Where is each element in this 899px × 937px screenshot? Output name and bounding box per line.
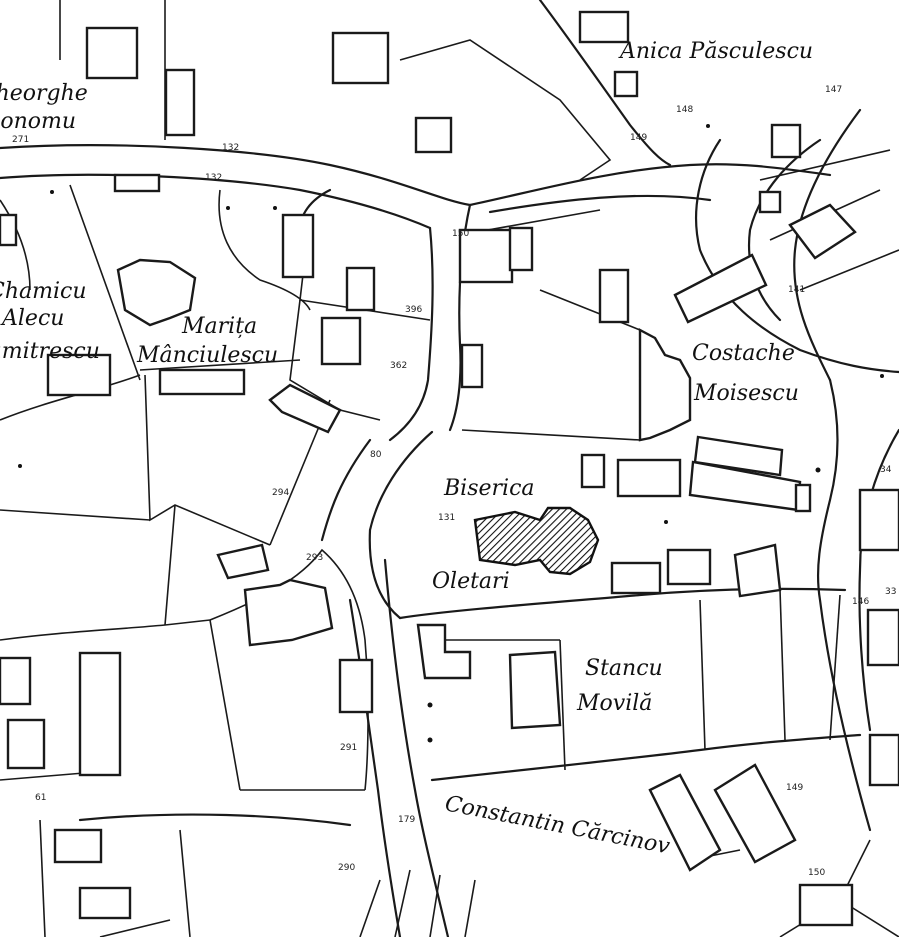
label-economu: Economu <box>0 109 76 134</box>
building <box>866 608 899 667</box>
building <box>508 226 534 272</box>
building <box>53 828 103 864</box>
label-moisescu: Moisescu <box>693 381 799 406</box>
building <box>713 763 797 864</box>
parcel-number: 34 <box>880 465 892 475</box>
parcel-number: 149 <box>786 783 803 793</box>
building <box>458 228 514 284</box>
parcel-number: 271 <box>12 135 29 145</box>
building <box>6 718 46 770</box>
label-chamicu: Chamicu <box>0 279 87 304</box>
parcel-number: 33 <box>885 587 896 597</box>
building <box>794 483 812 513</box>
building <box>610 561 662 595</box>
label-gheorghe: Gheorghe <box>0 81 88 106</box>
building <box>770 123 802 159</box>
parcel-number: 141 <box>788 285 805 295</box>
building <box>331 31 390 85</box>
parcel-number: 132 <box>205 173 222 183</box>
parcel-number: 179 <box>398 815 415 825</box>
building <box>46 353 112 397</box>
parcel-number: 147 <box>825 85 842 95</box>
building <box>666 548 712 586</box>
parcel-numbers: 132 132 149 148 147 150 396 362 80 294 2… <box>12 85 896 878</box>
building <box>648 773 722 872</box>
label-costache: Costache <box>692 341 795 366</box>
buildings <box>0 10 899 927</box>
building <box>598 268 630 324</box>
building <box>78 886 132 920</box>
parcel-number: 146 <box>852 597 869 607</box>
building <box>0 656 32 706</box>
building <box>416 623 472 680</box>
building <box>113 173 161 193</box>
building <box>338 658 374 714</box>
parcel-number: 150 <box>808 868 825 878</box>
label-alecu: Alecu <box>0 306 64 331</box>
building <box>858 488 899 552</box>
parcel-number: 132 <box>222 143 239 153</box>
parcel-number: 291 <box>340 743 357 753</box>
building <box>345 266 376 312</box>
building <box>158 368 246 396</box>
label-oletari: Oletari <box>432 569 510 594</box>
building <box>85 26 139 80</box>
building <box>116 258 197 327</box>
label-stancu: Stancu <box>585 656 663 681</box>
parcel-number: 149 <box>630 133 647 143</box>
parcel-number: 294 <box>272 488 289 498</box>
building <box>673 253 768 324</box>
parcel-number: 150 <box>452 229 469 239</box>
building <box>281 213 315 279</box>
survey-points <box>18 124 884 743</box>
building <box>508 650 562 730</box>
building <box>414 116 453 154</box>
parcel-number: 131 <box>438 513 455 523</box>
building <box>616 458 682 498</box>
building <box>216 543 270 580</box>
label-biserica: Biserica <box>443 476 535 501</box>
building <box>758 190 782 214</box>
building <box>788 203 857 260</box>
building <box>693 435 784 477</box>
building <box>580 453 606 489</box>
parcel-number: 396 <box>405 305 422 315</box>
parcel-number: 290 <box>338 863 355 873</box>
building <box>243 578 334 647</box>
building <box>164 68 196 137</box>
parcel-number: 80 <box>370 450 382 460</box>
building <box>798 883 854 927</box>
label-dumitrescu: Dumitrescu <box>0 339 100 364</box>
label-manciulescu: Mânciulescu <box>136 343 278 368</box>
parcel-number: 293 <box>306 553 323 563</box>
building <box>0 213 18 247</box>
building <box>460 343 484 389</box>
building <box>638 328 692 442</box>
building <box>578 10 630 44</box>
building <box>320 316 362 366</box>
label-movila: Movilă <box>576 691 652 716</box>
building <box>613 70 639 98</box>
church-building <box>473 506 600 576</box>
label-marita: Marița <box>181 314 257 339</box>
building <box>868 733 899 787</box>
building <box>733 543 782 598</box>
parcel-number: 148 <box>676 105 693 115</box>
label-anica-pasculescu: Anica Păsculescu <box>618 39 813 64</box>
parcel-number: 61 <box>35 793 46 803</box>
building <box>268 383 342 434</box>
building <box>78 651 122 777</box>
parcel-number: 362 <box>390 361 407 371</box>
